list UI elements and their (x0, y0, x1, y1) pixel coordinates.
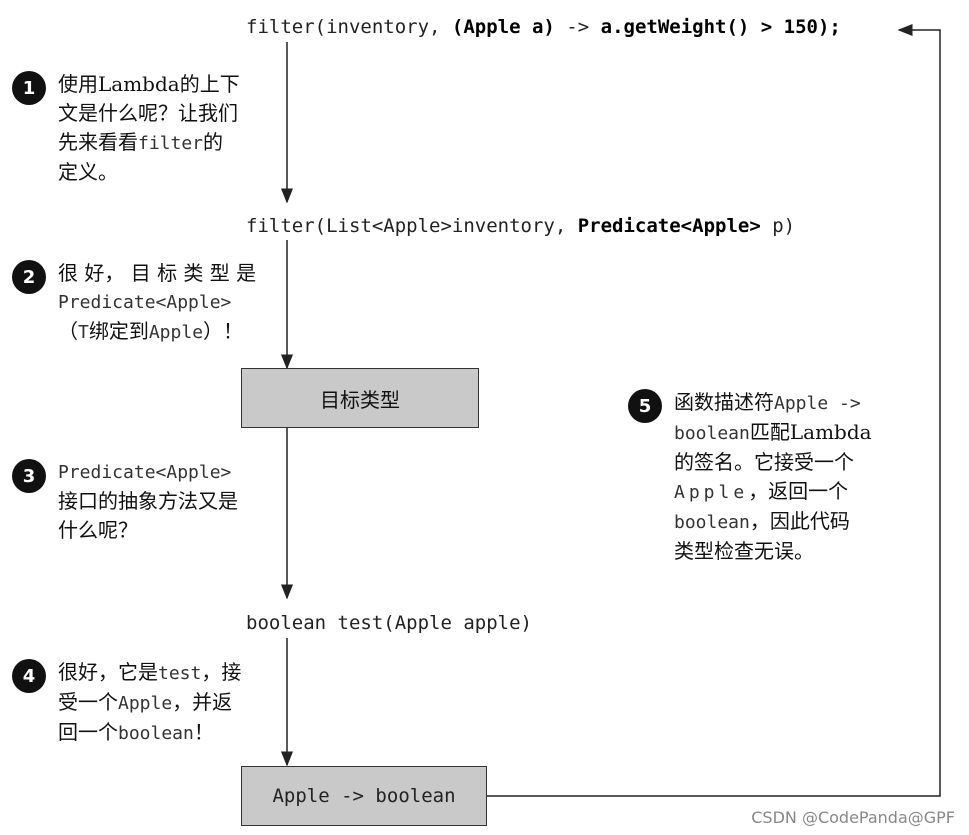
step-1-text: 使用Lambda的上下 文是什么呢？让我们 先来看看filter的 定义。 (58, 70, 240, 187)
text-part: 匹配Lambda (749, 420, 872, 444)
text-line: （T绑定到Apple）！ (58, 317, 256, 347)
text-part: ，并返 (172, 690, 233, 714)
step-3-text: Predicate<Apple> 接口的抽象方法又是 什么呢？ (58, 458, 238, 545)
step-5-badge: 5 (628, 389, 662, 423)
watermark: CSDN @CodePanda@GPF (751, 808, 955, 827)
step-3: 3 Predicate<Apple> 接口的抽象方法又是 什么呢？ (12, 458, 238, 545)
code-text: p) (760, 215, 796, 237)
step-1-badge: 1 (12, 71, 46, 105)
step-2: 2 很 好， 目 标 类 型 是 Predicate<Apple> （T绑定到A… (12, 259, 256, 347)
code-bold-lambda-param: (Apple a) (451, 16, 555, 38)
text-line: 接口的抽象方法又是 (58, 489, 238, 513)
code-line: Predicate<Apple> (58, 292, 232, 313)
text-line: Apple，返回一个 (674, 477, 872, 507)
text-line: 很 好， 目 标 类 型 是 (58, 261, 257, 285)
text-part: 绑定到 (88, 319, 149, 343)
code-part: filter (138, 133, 204, 154)
text-part: 很好，它是 (58, 660, 158, 684)
code-text: filter(List<Apple>inventory, (246, 215, 578, 237)
text-part: 回一个 (58, 720, 118, 744)
text-line: 回一个boolean！ (58, 718, 241, 748)
function-descriptor-label: Apple -> boolean (272, 785, 456, 807)
text-line: 受一个Apple，并返 (58, 688, 241, 718)
code-part: boolean (674, 512, 750, 533)
text-line: 类型检查无误。 (674, 539, 814, 563)
step-4-badge: 4 (12, 659, 46, 693)
feedback-arrow (486, 24, 941, 797)
text-line: 先来看看filter的 (58, 128, 240, 158)
code-part: Apple (674, 482, 749, 503)
step-2-badge: 2 (12, 260, 46, 294)
text-part: 先来看看 (58, 130, 138, 154)
text-line: 使用Lambda的上下 (58, 72, 240, 96)
code-part: T (78, 322, 89, 343)
text-part: ，接 (201, 660, 242, 684)
code-line-test-method: boolean test(Apple apple) (246, 612, 532, 634)
target-type-box: 目标类型 (241, 368, 479, 428)
code-text: filter(inventory, (246, 16, 452, 38)
text-part: ，因此代码 (749, 509, 850, 533)
code-bold-lambda-body: a.getWeight() > 150); (600, 16, 841, 38)
text-line: 什么呢？ (58, 518, 138, 542)
code-text: -> (554, 16, 601, 38)
text-line: 函数描述符Apple -> (674, 388, 872, 418)
text-part: ，返回一个 (748, 479, 849, 503)
code-part: Apple (118, 693, 173, 714)
step-2-text: 很 好， 目 标 类 型 是 Predicate<Apple> （T绑定到App… (58, 259, 256, 347)
code-bold-predicate: Predicate<Apple> (577, 215, 761, 237)
step-1: 1 使用Lambda的上下 文是什么呢？让我们 先来看看filter的 定义。 (12, 70, 240, 187)
code-part: boolean (118, 723, 194, 744)
text-part: ）！ (203, 319, 244, 343)
text-part: 函数描述符 (674, 390, 774, 414)
code-part: Apple (148, 322, 204, 343)
text-line: 文是什么呢？让我们 (58, 101, 238, 125)
step-3-badge: 3 (12, 459, 46, 493)
text-part: 的 (203, 130, 224, 154)
step-4-text: 很好，它是test，接 受一个Apple，并返 回一个boolean！ (58, 658, 241, 748)
text-line: 很好，它是test，接 (58, 658, 241, 688)
text-line: 定义。 (58, 160, 118, 184)
text-line: boolean，因此代码 (674, 507, 872, 537)
target-type-label: 目标类型 (320, 387, 400, 412)
step-5-text: 函数描述符Apple -> boolean匹配Lambda 的签名。它接受一个 … (674, 388, 872, 566)
code-line-filter-definition: filter(List<Apple>inventory, Predicate<A… (246, 215, 795, 237)
text-line: boolean匹配Lambda (674, 418, 872, 448)
step-5: 5 函数描述符Apple -> boolean匹配Lambda 的签名。它接受一… (628, 388, 872, 566)
code-part: test (158, 663, 202, 684)
code-part: Apple -> (774, 393, 861, 414)
text-part: ！ (193, 720, 214, 744)
text-part: 受一个 (58, 690, 118, 714)
text-part: （ (58, 319, 78, 343)
code-part: boolean (674, 423, 750, 444)
code-line: Predicate<Apple> (58, 462, 232, 483)
code-line-filter-call: filter(inventory, (Apple a) -> a.getWeig… (246, 16, 841, 38)
text-line: 的签名。它接受一个 (674, 450, 854, 474)
step-4: 4 很好，它是test，接 受一个Apple，并返 回一个boolean！ (12, 658, 241, 748)
function-descriptor-box: Apple -> boolean (241, 766, 487, 826)
